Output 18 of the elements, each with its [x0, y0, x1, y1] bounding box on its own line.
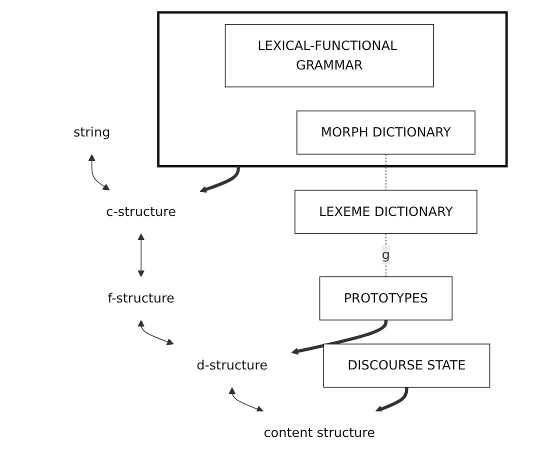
- node-text: f-structure: [108, 290, 174, 306]
- node-box: MORPH DICTIONARY: [296, 110, 476, 155]
- node-box: LEXEME DICTIONARY: [294, 190, 478, 234]
- arrow: [138, 234, 145, 278]
- arrow: [88, 154, 110, 191]
- node-text: c-structure: [106, 204, 176, 220]
- arrow: [291, 320, 388, 355]
- arrow: [138, 320, 174, 346]
- edge-label: g: [382, 247, 390, 262]
- cluster: [157, 11, 508, 168]
- node-box: DISCOURSE STATE: [323, 344, 490, 388]
- arrow: [375, 387, 408, 412]
- arrow: [228, 387, 264, 412]
- node-box: LEXICAL-FUNCTIONAL GRAMMAR: [224, 24, 434, 88]
- node-text: string: [73, 124, 110, 140]
- node-text: content structure: [264, 424, 376, 440]
- node-box: PROTOTYPES: [319, 276, 452, 320]
- node-text: d-structure: [196, 358, 268, 373]
